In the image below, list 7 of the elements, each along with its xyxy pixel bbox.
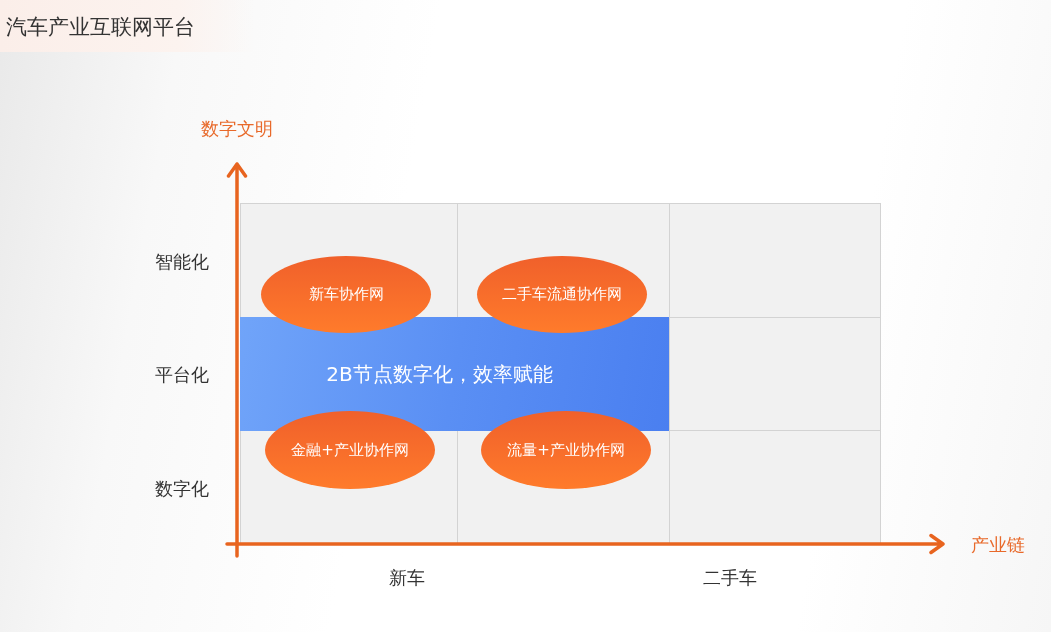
axis-label: 产业链: [971, 533, 1025, 557]
row-label: 智能化: [155, 250, 209, 274]
column-label: 二手车: [703, 566, 757, 590]
row-label: 平台化: [155, 363, 209, 387]
row-label: 数字化: [155, 477, 209, 501]
column-label: 新车: [389, 566, 425, 590]
axis-label: 数字文明: [201, 117, 273, 141]
